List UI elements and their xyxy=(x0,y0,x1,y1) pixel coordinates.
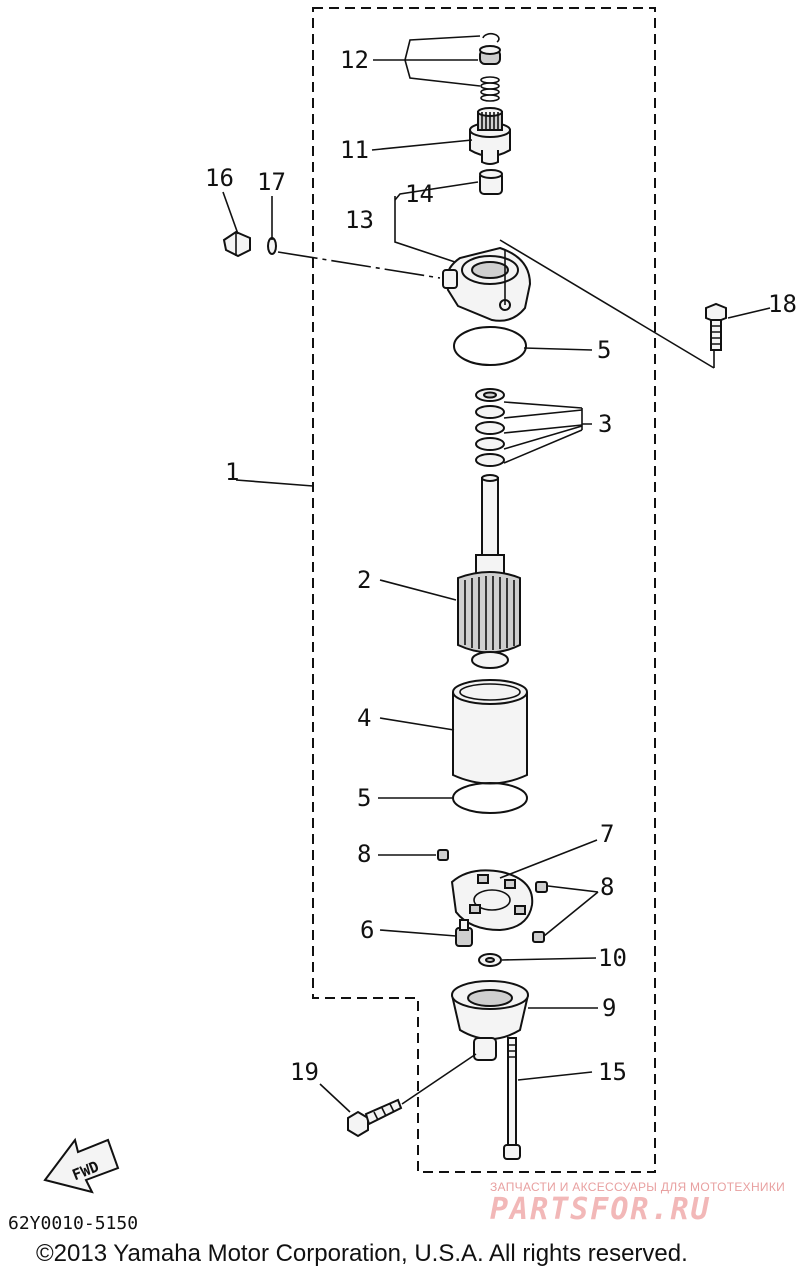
callout-19: 19 xyxy=(290,1058,319,1086)
drawing-code: 62Y0010-5150 xyxy=(8,1213,139,1234)
callout-17: 17 xyxy=(257,168,286,196)
callout-7: 7 xyxy=(600,820,614,848)
fwd-arrow: FWD xyxy=(43,1137,120,1194)
watermark-logo: PARTSFOR.RU xyxy=(490,1192,711,1227)
callout-8-right: 8 xyxy=(600,873,614,901)
part-6-terminal xyxy=(455,919,473,947)
callout-2: 2 xyxy=(357,566,371,594)
part-16-bolt xyxy=(222,230,251,258)
callout-labels: 1 2 3 4 5 5 6 7 8 8 9 10 11 12 13 14 15 … xyxy=(205,46,797,1086)
callout-5-upper: 5 xyxy=(597,336,611,364)
callout-9: 9 xyxy=(602,994,616,1022)
leader-lines xyxy=(222,35,771,1113)
part-19-bolt xyxy=(347,1098,403,1138)
part-7-brush-holder xyxy=(450,869,534,932)
part-3-washers xyxy=(475,388,505,467)
callout-11: 11 xyxy=(340,136,369,164)
part-14-bushing xyxy=(479,169,503,195)
part-5-o-ring-lower xyxy=(452,782,528,814)
callout-6: 6 xyxy=(360,916,374,944)
callout-16: 16 xyxy=(205,164,234,192)
part-15-through-bolt xyxy=(503,1037,521,1160)
callout-8-left: 8 xyxy=(357,840,371,868)
assembly-boundary xyxy=(312,7,656,1173)
part-17-washer xyxy=(267,237,277,255)
callout-12: 12 xyxy=(340,46,369,74)
part-2-armature xyxy=(457,474,521,669)
callout-18: 18 xyxy=(768,290,797,318)
callout-14: 14 xyxy=(405,180,434,208)
part-10-washer xyxy=(478,953,502,967)
part-11-pinion-drive xyxy=(469,107,511,165)
part-13-front-cover xyxy=(442,246,532,322)
watermark-subtitle: ЗАПЧАСТИ И АКСЕССУАРЫ ДЛЯ МОТОТЕХНИКИ xyxy=(490,1180,786,1194)
callout-15: 15 xyxy=(598,1058,627,1086)
part-18-bolt xyxy=(705,302,727,351)
part-12-clip-washer-spring xyxy=(479,32,501,102)
callout-13: 13 xyxy=(345,206,374,234)
callout-3: 3 xyxy=(598,410,612,438)
part-5-o-ring-upper xyxy=(453,326,527,366)
part-4-yoke xyxy=(452,679,528,785)
part-8-brushes xyxy=(437,849,548,943)
callout-4: 4 xyxy=(357,704,371,732)
callout-5-lower: 5 xyxy=(357,784,371,812)
callout-1: 1 xyxy=(225,458,239,486)
callout-10: 10 xyxy=(598,944,627,972)
copyright-notice: ©2013 Yamaha Motor Corporation, U.S.A. A… xyxy=(36,1240,688,1267)
part-9-rear-cover xyxy=(451,980,529,1061)
